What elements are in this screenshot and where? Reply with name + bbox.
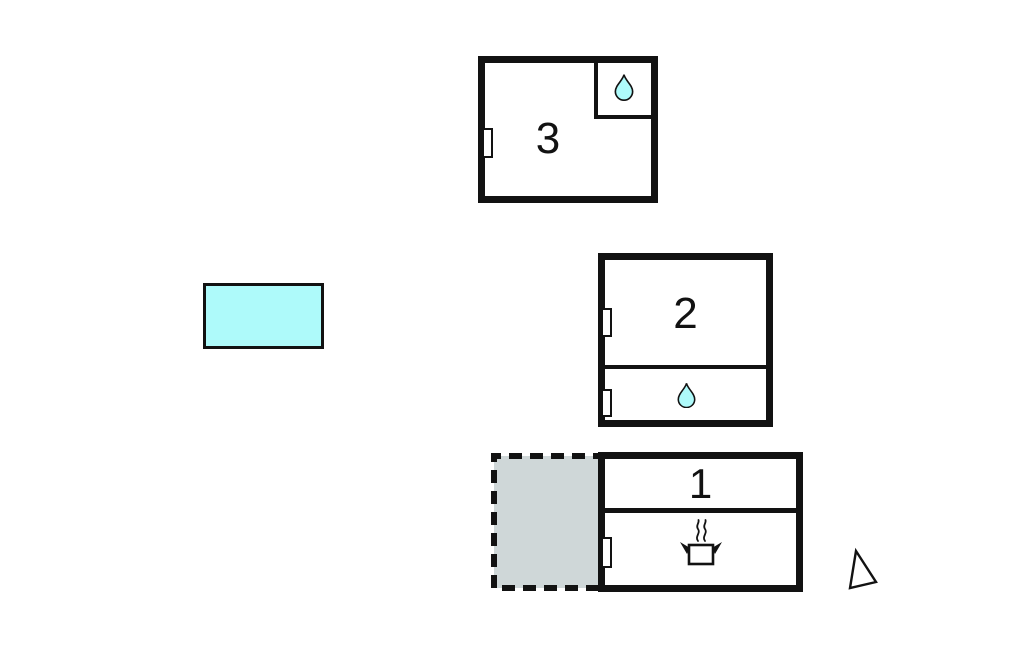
water-drop-icon bbox=[614, 74, 634, 101]
room-3-label: 3 bbox=[535, 114, 561, 163]
room-2-label: 2 bbox=[673, 289, 698, 338]
room-3: 3 bbox=[478, 56, 658, 203]
north-arrow-icon bbox=[848, 547, 878, 590]
door-marker bbox=[601, 537, 612, 568]
interior-wall bbox=[605, 365, 766, 369]
cooking-pot-icon bbox=[680, 519, 722, 566]
door-marker bbox=[482, 128, 493, 158]
room-1: 1 bbox=[598, 452, 803, 592]
interior-wall bbox=[605, 508, 796, 513]
room-2: 2 bbox=[598, 253, 773, 427]
door-marker bbox=[601, 389, 612, 417]
room-3-ensuite bbox=[594, 63, 651, 119]
terrace-dashed-area bbox=[491, 453, 606, 591]
door-marker bbox=[601, 308, 612, 337]
water-drop-icon bbox=[677, 383, 696, 408]
room-1-label: 1 bbox=[688, 460, 713, 507]
swimming-pool bbox=[203, 283, 324, 349]
